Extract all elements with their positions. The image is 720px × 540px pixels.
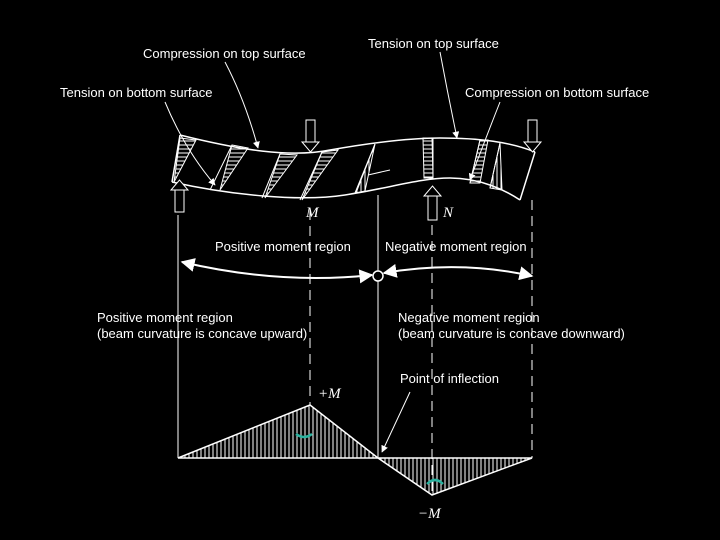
label-plus-M: +M — [318, 386, 342, 402]
stress-wedge — [469, 139, 489, 184]
beam-bottom-edge — [171, 177, 521, 201]
load-arrow-shaft — [305, 119, 316, 143]
negative-moment-area — [375, 457, 533, 496]
reaction-arrow-shaft — [427, 195, 438, 221]
region-arrows — [180, 258, 534, 284]
positive-moment-area — [177, 404, 381, 459]
label-compression-bottom: Compression on bottom surface — [465, 85, 649, 100]
beam — [171, 134, 536, 201]
load-arrow-head — [300, 141, 321, 153]
leader-compression-bottom — [468, 101, 501, 181]
leader-compression-top — [224, 61, 260, 149]
stress-wedge — [264, 153, 298, 199]
leader-tension-bottom — [164, 101, 216, 186]
label-negative-region-short: Negative moment region — [385, 239, 527, 254]
moment-diagram — [177, 391, 533, 496]
guide-lines — [177, 195, 533, 495]
beam-right-end — [519, 151, 536, 201]
stress-wedge — [422, 137, 434, 179]
label-positive-region-long-1: Positive moment region — [97, 310, 233, 325]
label-positive-region-short: Positive moment region — [215, 239, 351, 254]
label-inflection: Point of inflection — [400, 371, 499, 386]
load-arrow-shaft — [527, 119, 538, 143]
reaction-arrow-shaft — [174, 189, 185, 213]
stress-wedge — [355, 143, 376, 194]
negative-curvature-glyph — [426, 478, 444, 485]
label-tension-bottom: Tension on bottom surface — [60, 85, 212, 100]
neutral-axis-mark — [367, 169, 391, 176]
inflection-leader — [381, 391, 411, 453]
stress-wedge — [489, 142, 503, 191]
label-positive-region-long-2: (beam curvature is concave upward) — [97, 326, 307, 341]
load-arrows — [169, 119, 543, 221]
reaction-arrow-head — [422, 185, 443, 197]
stress-wedge — [173, 137, 197, 183]
leader-tension-top — [439, 51, 460, 139]
reaction-arrow-head — [169, 179, 190, 191]
load-arrow-head — [522, 141, 543, 153]
label-point-N: N — [442, 205, 454, 221]
label-compression-top: Compression on top surface — [143, 46, 306, 61]
beam-left-end — [171, 134, 181, 183]
inflection-marker — [372, 270, 384, 282]
label-negative-region-long-2: (beam curvature is concave downward) — [398, 326, 625, 341]
label-point-M: M — [305, 205, 320, 221]
stress-wedge — [219, 144, 249, 191]
negative-region-arrow — [382, 263, 534, 281]
label-negative-region-long-1: Negative moment region — [398, 310, 540, 325]
label-tension-top: Tension on top surface — [368, 36, 499, 51]
stress-wedge — [301, 149, 340, 201]
labels: Compression on top surface Tension on to… — [60, 36, 649, 522]
positive-curvature-glyph — [295, 432, 313, 439]
positive-region-arrow — [180, 258, 374, 284]
label-minus-M: −M — [418, 506, 442, 522]
callout-leaders — [164, 51, 501, 186]
